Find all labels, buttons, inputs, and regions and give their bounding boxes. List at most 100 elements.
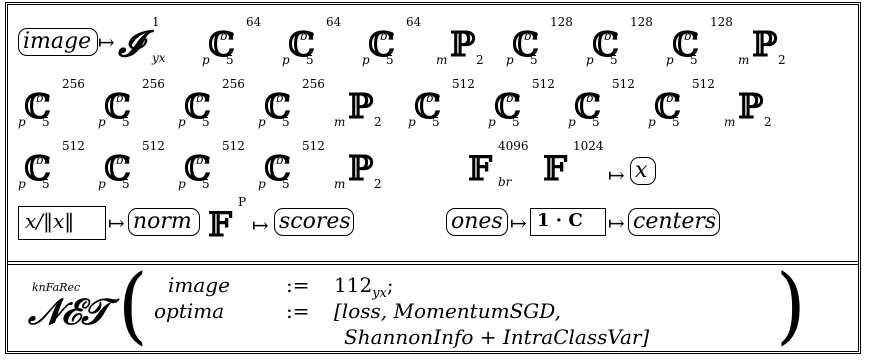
arrow: ↦ [608,163,625,187]
conv-symbol: ℂ [574,87,601,127]
arrow: ↦ [98,30,115,54]
conv-filters: 512 [612,77,635,91]
conv-pre: p [202,53,210,67]
conv-symbol: ℂ [104,149,131,189]
conv-inner: br [276,91,290,105]
conv-inner: br [586,91,600,105]
conv-symbol: ℂ [184,149,211,189]
conv-filters: 512 [62,139,85,153]
conv-pre: p [178,115,186,129]
pool-pre: m [436,53,448,67]
conv-pre: p [258,115,266,129]
pool-pre: m [334,177,346,191]
param-image-value: 112yx; [334,273,394,301]
fc-symbol: 𝔽 [543,149,568,189]
conv-kernel: 5 [432,115,440,129]
conv-filters: 256 [222,77,245,91]
conv-pre: p [178,177,186,191]
conv-pre: p [488,115,496,129]
conv-kernel: 5 [306,53,314,67]
left-paren: ( [118,255,148,354]
conv-filters: 64 [326,15,342,29]
fc-sup: 1024 [573,139,604,153]
arrow: ↦ [108,211,125,235]
conv-pre: p [666,53,674,67]
pool-pre: m [738,53,750,67]
conv-filters: 256 [62,77,85,91]
conv-inner: br [380,29,394,43]
conv-filters: 64 [406,15,422,29]
conv-kernel: 5 [672,115,680,129]
conv-kernel: 5 [592,115,600,129]
conv-kernel: 5 [530,53,538,67]
conv-pre: p [258,177,266,191]
conv-pre: p [362,53,370,67]
arrow: ↦ [608,211,625,235]
pool-symbol: ℙ [348,149,374,189]
conv-inner: br [300,29,314,43]
norm-node: norm [128,208,200,236]
conv-pre: p [282,53,290,67]
conv-symbol: ℂ [184,87,211,127]
param-image-number: 112 [334,273,373,297]
conv-inner: br [116,91,130,105]
conv-pre: p [18,177,26,191]
pool-pre: m [724,115,736,129]
net-tag: knFaRec [32,281,81,294]
conv-inner: br [604,29,618,43]
fc-symbol: 𝔽 [208,205,233,245]
conv-pre: p [506,53,514,67]
conv-pre: p [586,53,594,67]
pool-symbol: ℙ [752,25,778,65]
param-optima-line2: ShannonInfo + IntraClassVar] [344,325,650,349]
fc-sup: P [238,195,247,209]
centers-node: centers [628,208,720,236]
conv-symbol: ℂ [264,87,291,127]
conv-pre: p [98,177,106,191]
conv-pre: p [98,115,106,129]
pool-symbol: ℙ [450,25,476,65]
identity-symbol: 𝓘 [118,23,143,65]
fc-symbol: 𝔽 [468,149,493,189]
ones-node: ones [446,208,508,236]
conv-filters: 512 [222,139,245,153]
conv-inner: br [276,153,290,167]
conv-kernel: 5 [512,115,520,129]
conv-inner: br [524,29,538,43]
conv-kernel: 5 [610,53,618,67]
conv-filters: 512 [532,77,555,91]
conv-pre: p [568,115,576,129]
conv-kernel: 5 [226,53,234,67]
conv-filters: 512 [452,77,475,91]
conv-kernel: 5 [386,53,394,67]
conv-symbol: ℂ [104,87,131,127]
arrow: ↦ [510,211,527,235]
right-paren: ) [776,255,806,354]
conv-symbol: ℂ [672,25,699,65]
param-assign: := [286,273,310,297]
conv-kernel: 5 [282,177,290,191]
conv-inner: br [666,91,680,105]
conv-inner: br [36,91,50,105]
fc-sup: 4096 [498,139,529,153]
conv-filters: 512 [142,139,165,153]
pool-size: 2 [374,177,382,191]
section-separator [8,261,858,265]
identity-sub: yx [152,51,166,65]
pool-symbol: ℙ [348,87,374,127]
pool-size: 2 [374,115,382,129]
conv-symbol: ℂ [494,87,521,127]
conv-inner: br [36,153,50,167]
conv-pre: p [648,115,656,129]
conv-kernel: 5 [202,115,210,129]
conv-kernel: 5 [202,177,210,191]
conv-kernel: 5 [122,177,130,191]
conv-inner: br [196,91,210,105]
net-symbol: 𝒩ℰ𝒯 [28,291,109,333]
conv-pre: p [408,115,416,129]
param-optima-line1: [loss, MomentumSGD, [334,299,561,323]
conv-filters: 256 [142,77,165,91]
conv-kernel: 5 [122,115,130,129]
conv-kernel: 5 [282,115,290,129]
